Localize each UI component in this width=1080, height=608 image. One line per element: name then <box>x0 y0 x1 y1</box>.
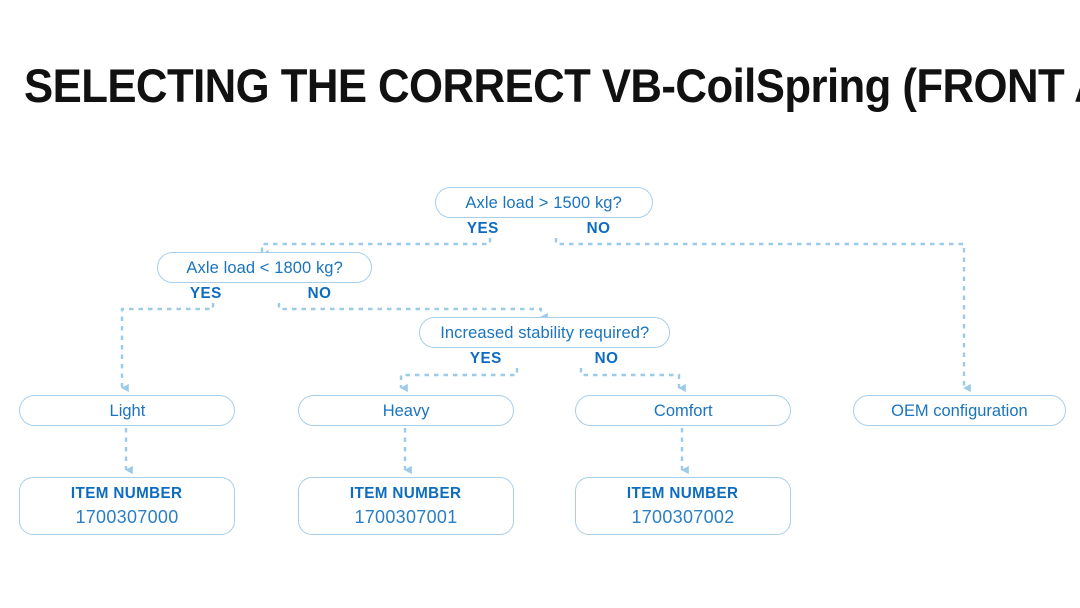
decision-node-label: Axle load > 1500 kg? <box>465 192 623 212</box>
item-number-label: ITEM NUMBER <box>71 484 183 502</box>
result-node-comfort[interactable]: Comfort <box>575 395 791 426</box>
decision-node-label: Axle load < 1800 kg? <box>186 257 343 277</box>
result-node-oem-configuration[interactable]: OEM configuration <box>853 395 1066 426</box>
result-node-label: Comfort <box>653 400 713 420</box>
decision-node-axle-load-1800[interactable]: Axle load < 1800 kg? <box>157 252 372 283</box>
item-number-box-light[interactable]: ITEM NUMBER 1700307000 <box>19 477 235 535</box>
result-node-heavy[interactable]: Heavy <box>298 395 514 426</box>
decision-node-increased-stability[interactable]: Increased stability required? <box>419 317 670 348</box>
result-node-label: Light <box>109 400 145 420</box>
branch-label-d1-yes: YES <box>466 220 499 237</box>
decision-node-label: Increased stability required? <box>439 322 650 342</box>
branch-label-d3-yes: YES <box>469 350 502 367</box>
edge-d2-no-to-d3 <box>277 303 548 322</box>
edge-d2-yes-to-light <box>120 303 215 393</box>
branch-label-d1-no: NO <box>586 220 611 237</box>
item-number-label: ITEM NUMBER <box>627 484 739 502</box>
item-number-box-heavy[interactable]: ITEM NUMBER 1700307001 <box>298 477 514 535</box>
item-number-value: 1700307002 <box>631 506 735 527</box>
edge-d3-no-to-comfort <box>579 368 686 393</box>
branch-label-d2-yes: YES <box>189 285 222 302</box>
result-node-label: Heavy <box>382 400 430 420</box>
item-number-box-comfort[interactable]: ITEM NUMBER 1700307002 <box>575 477 791 535</box>
decision-node-axle-load-1500[interactable]: Axle load > 1500 kg? <box>435 187 653 218</box>
result-node-label: OEM configuration <box>891 400 1028 420</box>
branch-label-d3-no: NO <box>594 350 619 367</box>
branch-label-d2-no: NO <box>307 285 332 302</box>
item-number-value: 1700307000 <box>75 506 179 527</box>
item-number-value: 1700307001 <box>354 506 458 527</box>
edge-d3-yes-to-heavy <box>399 368 519 393</box>
page-title: SELECTING THE CORRECT VB-CoilSpring (FRO… <box>24 59 1080 112</box>
item-number-label: ITEM NUMBER <box>350 484 462 502</box>
result-node-light[interactable]: Light <box>19 395 235 426</box>
